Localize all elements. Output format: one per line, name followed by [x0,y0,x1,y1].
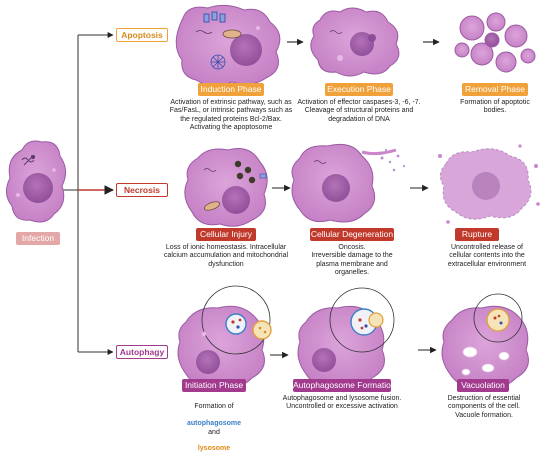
removal-phase-label: Removal Phase [462,83,528,96]
category-necrosis: Necrosis [116,183,168,197]
apoptosome-icon [210,54,226,70]
initiation-desc-prefix: Formation of [194,403,234,411]
initiation-phase-label: Initiation Phase [182,379,246,392]
category-apoptosis: Apoptosis [116,28,168,42]
execution-phase-label: Execution Phase [325,83,393,96]
initiation-desc-lysosome: lysosome [197,445,231,453]
vacuole-icon [461,346,510,376]
infection-label: Infection [16,232,60,245]
cellular-degeneration-desc: Oncosis. Irreversible damage to the plas… [311,244,393,277]
degeneration-cell [291,143,406,223]
rupture-label: Rupture [455,228,499,241]
autophagosome-icon [225,313,247,335]
vacuolation-desc: Destruction of essential components of t… [447,395,521,419]
lysosome-icon [252,320,272,340]
mitochondrion-icon [222,29,242,39]
initiation-cell [177,285,272,389]
vacuolation-cell [441,293,529,389]
formation-cell [297,287,395,389]
initiation-phase-desc: Formation of autophagosome and lysosome [176,395,252,454]
autophagosome-formation-desc: Autophagosome and lysosome fusion. Uncon… [282,395,402,411]
diagram-canvas: Apoptosis Necrosis Autophagy Infection I… [6,4,540,452]
mitochondrion-icon [203,201,221,211]
induction-cell [175,4,281,86]
injury-cell [184,148,268,227]
branch-connectors [60,32,114,355]
removal-phase-desc: Formation of apoptotic bodies. [460,99,530,115]
induction-phase-desc: Activation of extrinsic pathway, such as… [169,99,293,132]
stage-arrows [270,38,440,359]
rupture-desc: Uncontrolled release of cellular content… [447,244,527,268]
initiation-desc-autophagosome: autophagosome [186,420,242,428]
initiation-desc-and: and [208,428,220,436]
rupture-cell [438,144,540,224]
autophagosome-formation-label: Autophagosome Formation [293,379,396,392]
induction-phase-label: Induction Phase [198,83,264,96]
execution-phase-desc: Activation of effector caspases-3, -6, -… [297,99,421,123]
dna-virus-icon [21,154,36,166]
removal-cells [454,12,536,73]
vacuolation-label: Vacuolation [457,379,509,392]
cellular-injury-label: Cellular Injury [196,228,256,241]
cellular-injury-desc: Loss of ionic homeostasis. Intracellular… [163,244,289,268]
diagram-graphics [6,4,540,389]
cellular-degeneration-label: Cellular Degeneration [310,228,394,241]
category-autophagy: Autophagy [116,345,168,359]
infection-cell [6,140,66,223]
execution-cell [310,7,400,77]
